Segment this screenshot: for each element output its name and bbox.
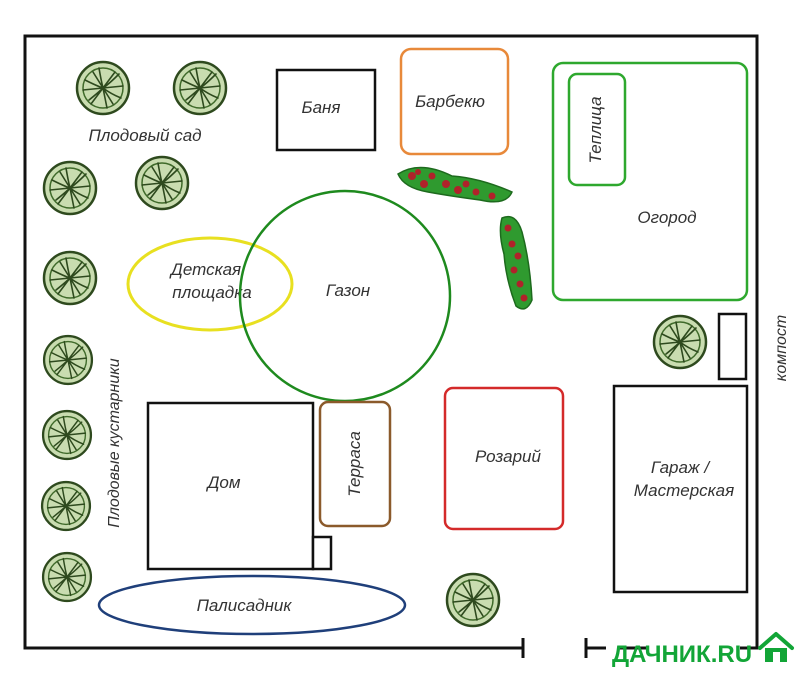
barbecue-zone [399, 47, 510, 156]
greenhouse-zone [567, 72, 627, 187]
compost-tree-icon [652, 314, 708, 370]
rosary-zone [443, 386, 565, 531]
house-label: Дом [205, 473, 240, 492]
playground-label-line2: площадка [172, 283, 251, 302]
orchard-tree-2-icon [172, 60, 228, 116]
garage-label-line1: Гараж / [651, 458, 711, 477]
orchard-label: Плодовый сад [88, 126, 201, 145]
shrub-3-icon [40, 480, 92, 532]
fruit-shrubs-label: Плодовые кустарники [106, 358, 123, 527]
house-porch [311, 535, 333, 571]
garage-zone [612, 384, 749, 594]
shrub-4-icon [41, 551, 93, 603]
terrace-zone [318, 400, 392, 528]
shrub-1-icon [42, 334, 94, 386]
playground-zone [126, 236, 294, 332]
gate-markers [521, 638, 646, 658]
bathhouse-label: Баня [302, 98, 341, 117]
terrace-label: Терраса [345, 431, 364, 497]
vegetable-garden-label: Огород [637, 208, 696, 227]
lawn-label: Газон [326, 281, 371, 300]
orchard-tree-4-icon [134, 155, 190, 211]
orchard-tree-5-icon [42, 250, 98, 306]
property-border [23, 34, 759, 650]
compost-label: компост [773, 315, 790, 381]
garage-label-line2: Мастерская [634, 481, 734, 500]
logo-text: ДАЧНИК.RU [612, 641, 752, 668]
bathhouse-zone [275, 68, 377, 152]
playground-label-line1: Детская [169, 260, 241, 279]
house-icon [758, 632, 794, 662]
front-garden-zone [97, 574, 407, 636]
house-zone [146, 401, 315, 571]
front-tree-icon [445, 572, 501, 628]
greenhouse-label: Теплица [586, 96, 605, 163]
compost-bin [717, 312, 748, 381]
barbecue-label: Барбекю [415, 92, 485, 111]
shrub-2-icon [41, 409, 93, 461]
berry-hedge [397, 166, 533, 310]
rosary-label: Розарий [475, 447, 541, 466]
orchard-tree-1-icon [75, 60, 131, 116]
front-garden-label: Палисадник [197, 596, 293, 615]
dachnik-logo: ДАЧНИК.RU [612, 632, 794, 668]
orchard-tree-3-icon [42, 160, 98, 216]
